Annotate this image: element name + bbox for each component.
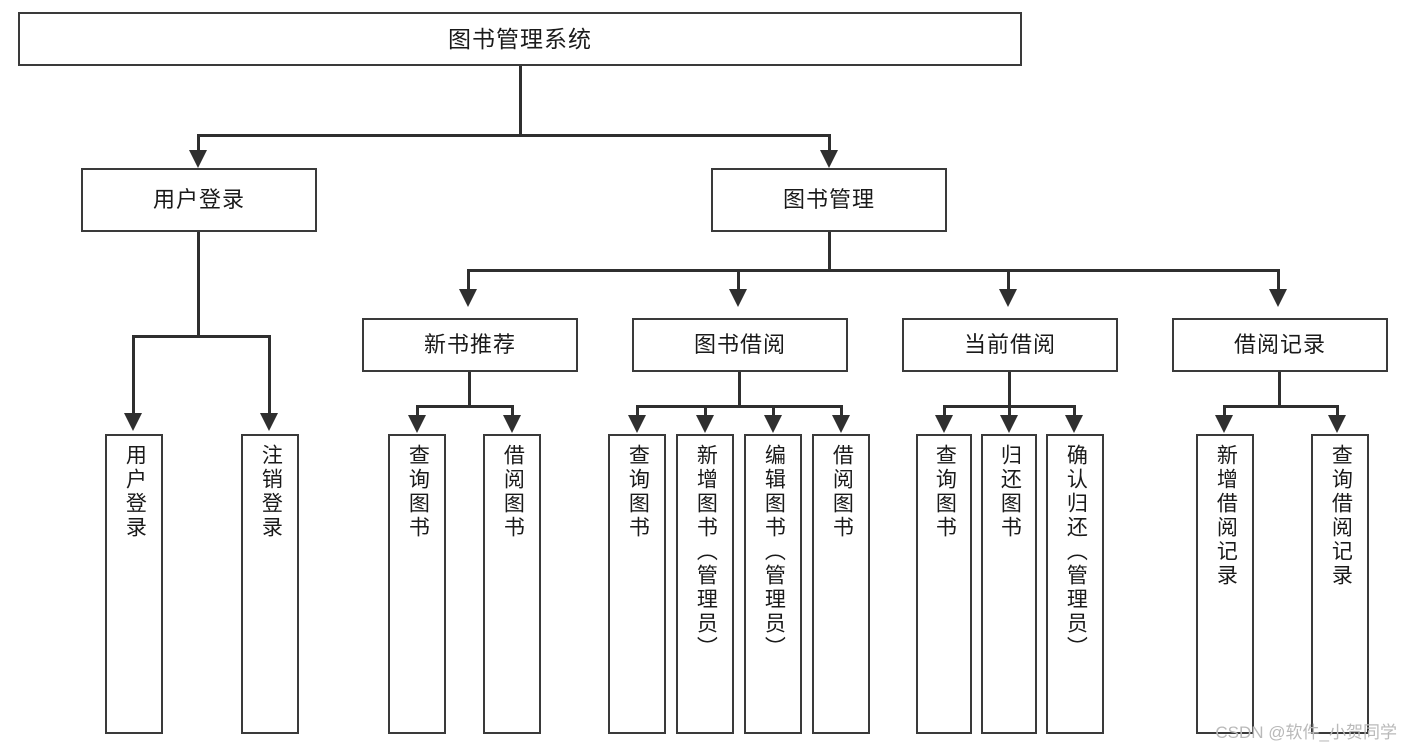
arrow-cb-child-2 [1000,415,1018,433]
arrow-root-to-book-management [820,150,838,168]
connector-br-bar [1223,405,1339,408]
connector-bb-child-2 [704,405,707,419]
connector-bb-child-4 [840,405,843,419]
node-label: 新增借阅记录 [1214,444,1238,588]
connector-br-child-1 [1223,405,1226,419]
arrow-nbr-child-1 [408,415,426,433]
node-label: 图书管理 [782,187,875,213]
leaf-user-login-logout[interactable]: 注销登录 [241,434,299,734]
node-label: 图书借阅 [693,332,786,358]
connector-book-management-bar [467,269,1279,272]
connector-root-bar [197,134,831,137]
connector-user-login-bar [132,335,270,338]
arrow-bm-child-4 [1269,289,1287,307]
connector-cb-child-3 [1073,405,1076,419]
connector-nbr-stem [468,372,471,408]
arrow-bb-child-3 [764,415,782,433]
connector-bb-child-3 [772,405,775,419]
arrow-bm-child-1 [459,289,477,307]
leaf-book-borrow-add-book-admin[interactable]: 新增图书（管理员） [676,434,734,734]
node-label: 编辑图书（管理员） [762,444,786,660]
node-current-borrow[interactable]: 当前借阅 [902,318,1118,372]
connector-bb-stem [738,372,741,408]
node-label: 用户登录 [123,444,147,540]
connector-bb-child-1 [636,405,639,419]
node-label: 新书推荐 [423,332,516,358]
node-book-borrow[interactable]: 图书借阅 [632,318,848,372]
node-label: 注销登录 [259,444,283,540]
connector-bm-child-1 [467,269,470,291]
node-label: 借阅记录 [1233,332,1326,358]
arrow-cb-child-3 [1065,415,1083,433]
arrow-br-child-2 [1328,415,1346,433]
arrow-cb-child-1 [935,415,953,433]
leaf-current-borrow-confirm-return-admin[interactable]: 确认归还（管理员） [1046,434,1104,734]
arrow-bm-child-2 [729,289,747,307]
connector-cb-stem [1008,372,1011,408]
connector-root-to-user-login [197,134,200,152]
connector-bb-bar [636,405,842,408]
node-root-book-management-system[interactable]: 图书管理系统 [18,12,1022,66]
node-label: 借阅图书 [501,444,525,540]
node-label: 当前借阅 [963,332,1056,358]
arrow-root-to-user-login [189,150,207,168]
arrow-bb-child-1 [628,415,646,433]
connector-user-login-child-1 [132,335,135,415]
connector-root-to-book-management [828,134,831,152]
arrow-user-login-child-2 [260,413,278,431]
node-label: 新增图书（管理员） [694,444,718,660]
leaf-borrow-record-query-record[interactable]: 查询借阅记录 [1311,434,1369,734]
node-book-management[interactable]: 图书管理 [711,168,947,232]
arrow-bm-child-3 [999,289,1017,307]
node-label: 图书管理系统 [448,25,592,52]
node-label: 查询图书 [933,444,957,540]
arrow-user-login-child-1 [124,413,142,431]
connector-nbr-child-2 [511,405,514,419]
arrow-bb-child-2 [696,415,714,433]
leaf-book-borrow-borrow-book[interactable]: 借阅图书 [812,434,870,734]
leaf-current-borrow-query-book[interactable]: 查询图书 [916,434,972,734]
connector-bm-child-3 [1007,269,1010,291]
connector-cb-child-2 [1008,405,1011,419]
arrow-nbr-child-2 [503,415,521,433]
leaf-book-borrow-edit-book-admin[interactable]: 编辑图书（管理员） [744,434,802,734]
leaf-new-book-borrow-book[interactable]: 借阅图书 [483,434,541,734]
connector-nbr-bar [416,405,514,408]
node-label: 借阅图书 [830,444,854,540]
node-new-book-recommend[interactable]: 新书推荐 [362,318,578,372]
node-label: 查询图书 [626,444,650,540]
leaf-borrow-record-add-record[interactable]: 新增借阅记录 [1196,434,1254,734]
connector-user-login-stem [197,232,200,338]
node-label: 查询借阅记录 [1329,444,1353,588]
connector-br-child-2 [1336,405,1339,419]
leaf-user-login-login[interactable]: 用户登录 [105,434,163,734]
connector-book-management-stem [828,232,831,272]
node-borrow-record[interactable]: 借阅记录 [1172,318,1388,372]
connector-user-login-child-2 [268,335,271,415]
connector-bm-child-2 [737,269,740,291]
node-label: 用户登录 [152,187,245,213]
connector-cb-child-1 [943,405,946,419]
node-label: 确认归还（管理员） [1064,444,1088,660]
connector-root-stem [519,66,522,136]
connector-br-stem [1278,372,1281,408]
connector-nbr-child-1 [416,405,419,419]
connector-bm-child-4 [1277,269,1280,291]
node-label: 查询图书 [406,444,430,540]
leaf-new-book-query-book[interactable]: 查询图书 [388,434,446,734]
arrow-bb-child-4 [832,415,850,433]
node-label: 归还图书 [998,444,1022,540]
leaf-current-borrow-return-book[interactable]: 归还图书 [981,434,1037,734]
arrow-br-child-1 [1215,415,1233,433]
node-user-login[interactable]: 用户登录 [81,168,317,232]
leaf-book-borrow-query-book[interactable]: 查询图书 [608,434,666,734]
